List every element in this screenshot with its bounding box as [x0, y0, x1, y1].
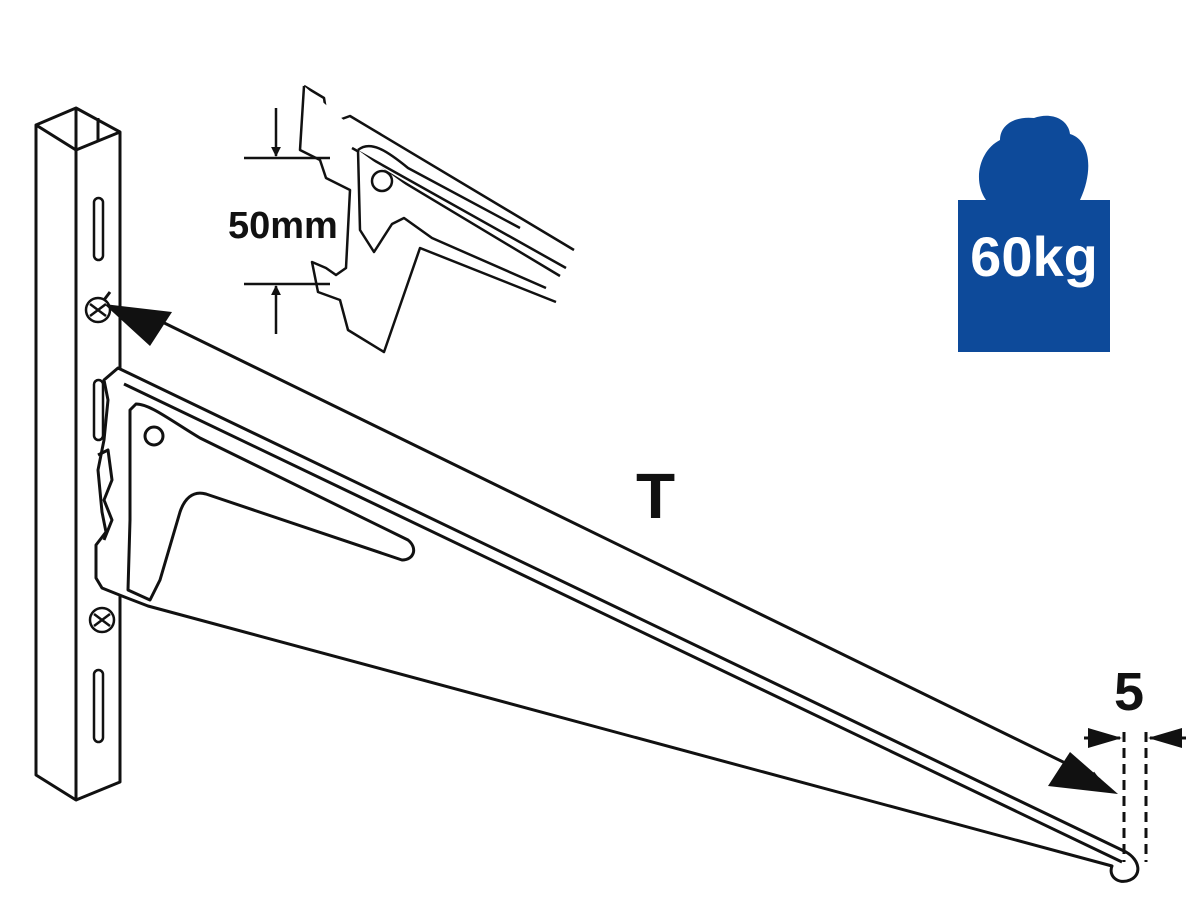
hook-detail-inset	[298, 84, 575, 354]
weight-icon	[958, 115, 1110, 352]
screw-icon	[88, 606, 116, 634]
load-label: 60kg	[970, 225, 1098, 288]
length-label: T	[636, 460, 675, 532]
screw-icon	[84, 296, 112, 324]
lip-label: 5	[1114, 662, 1144, 722]
rail-slot	[92, 378, 105, 442]
length-arrow-head-start	[104, 304, 172, 346]
rail-slot	[92, 668, 105, 744]
rail-slot	[92, 196, 105, 262]
length-dimension	[102, 291, 1101, 782]
hole-spacing-label: 50mm	[228, 205, 338, 247]
rail-slots	[92, 196, 105, 744]
lip-arrow-right	[1148, 728, 1182, 748]
length-arrow-head-end	[1048, 752, 1118, 794]
lip-arrow-left	[1088, 728, 1122, 748]
shelf-bracket	[94, 366, 1140, 883]
